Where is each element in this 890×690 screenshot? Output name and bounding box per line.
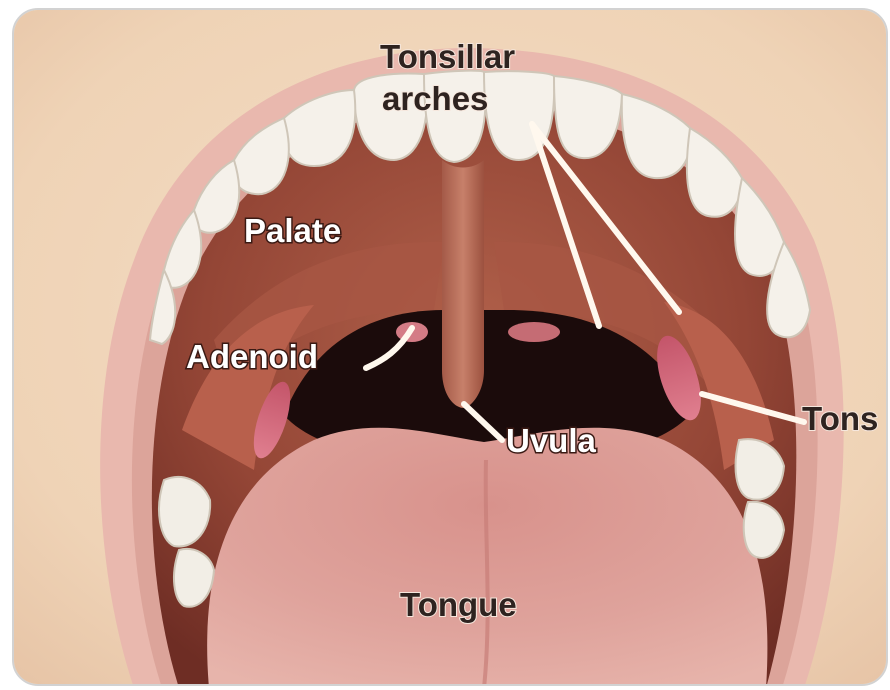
label-uvula: Uvula [506,422,597,459]
label-tonsillar-arches-line2: arches [382,80,488,117]
posterior-pharynx-tissue [508,322,560,342]
label-adenoid: Adenoid [186,338,318,375]
label-tonsillar-arches-line1: Tonsillar [380,38,515,75]
label-palate: Palate [244,212,341,249]
mouth-anatomy-diagram: Tonsillar arches Palate Adenoid Uvula To… [14,10,888,686]
diagram-frame: Tonsillar arches Palate Adenoid Uvula To… [12,8,888,686]
uvula [442,160,484,408]
label-tongue: Tongue [400,586,517,623]
label-tonsil: Tons [802,400,878,437]
